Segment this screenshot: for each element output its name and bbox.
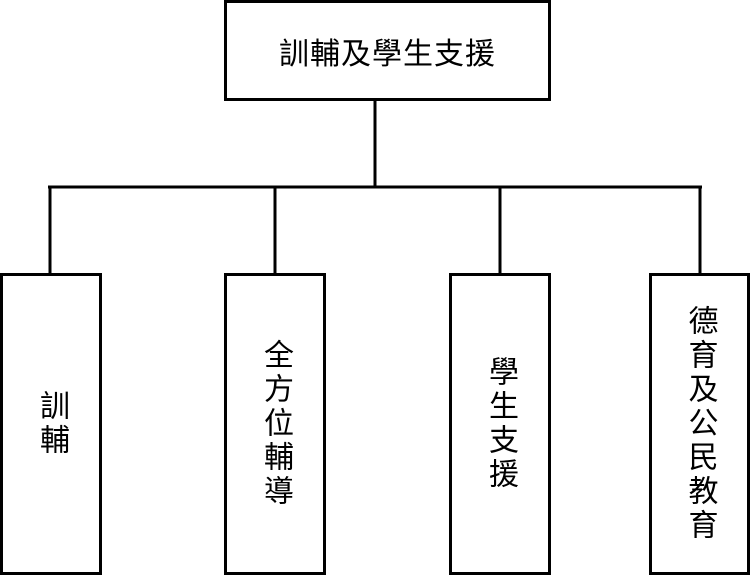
child-node-label: 德育及公民教育 xyxy=(682,305,718,543)
child-node-moral-civic-education: 德育及公民教育 xyxy=(649,273,750,575)
child-node-student-support: 學生支援 xyxy=(449,273,551,575)
child-node-whole-person-guidance: 全方位輔導 xyxy=(224,273,326,575)
child-node-label: 學生支援 xyxy=(483,356,518,492)
child-node-label: 訓輔 xyxy=(34,390,69,458)
child-node-discipline-guidance: 訓輔 xyxy=(0,273,102,575)
root-node: 訓輔及學生支援 xyxy=(224,0,551,101)
root-node-label: 訓輔及學生支援 xyxy=(279,36,496,72)
child-node-label: 全方位輔導 xyxy=(258,339,293,509)
